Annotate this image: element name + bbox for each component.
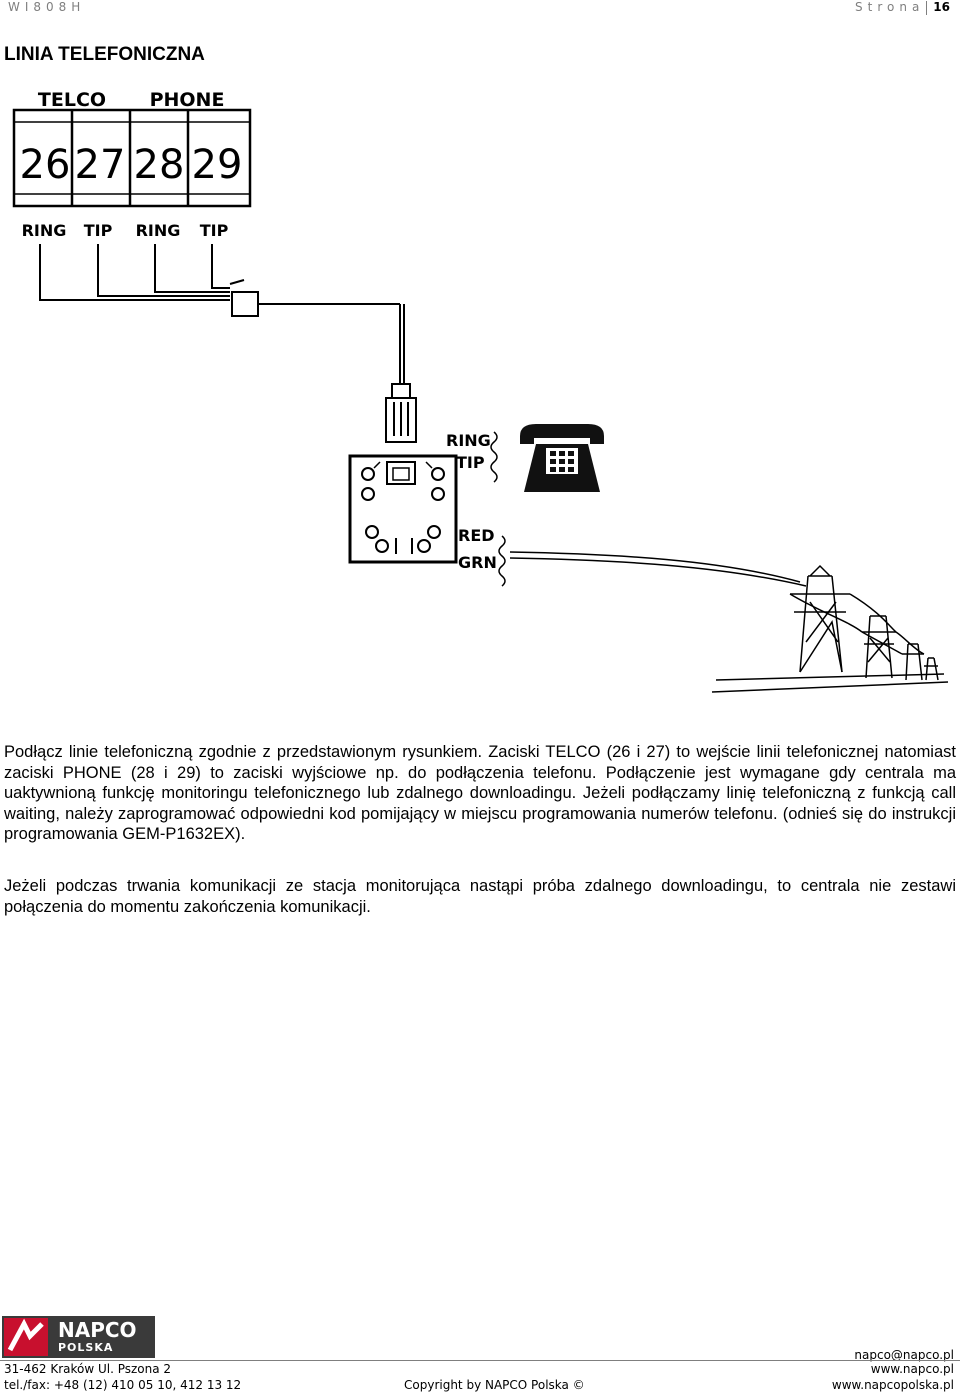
section-title: LINIA TELEFONICZNA [4,44,205,65]
terminal-28: 28 [134,142,185,188]
footer-web-polska[interactable]: www.napcopolska.pl [831,1378,954,1392]
terminal-block-body [12,108,252,208]
footer-divider [0,1360,960,1361]
splice-connector [231,291,405,384]
footer-copyright: Copyright by NAPCO Polska © [404,1378,585,1392]
logo-country: POLSKA [58,1341,114,1354]
rj-plug [385,383,417,443]
paragraph-download: Jeżeli podczas trwania komunikacji ze st… [4,877,956,916]
page-header: WI808H Strona 16 [0,0,960,18]
terminal-27-label: TIP [84,221,113,240]
jack-grn-label: GRN [458,553,497,572]
footer-email[interactable]: napco@napco.pl [854,1348,954,1362]
footer-address: 31-462 Kraków Ul. Pszona 2 [4,1362,172,1376]
napco-logo-mark [4,1318,48,1356]
rj-jack [348,454,458,564]
telephone-icon [520,424,604,492]
terminal-29: 29 [192,142,243,188]
terminal-29-label: TIP [200,221,229,240]
doc-code: WI808H [8,0,86,14]
terminal-26: 26 [20,142,71,188]
jack-ring-label: RING [446,431,491,450]
terminal-block [12,108,252,208]
telco-label: TELCO [38,89,106,111]
terminal-28-label: RING [136,221,181,240]
page-label: Strona [855,0,925,14]
terminal-26-label: RING [22,221,67,240]
napco-logo: NAPCO POLSKA [2,1316,155,1358]
footer-phone: tel./fax: +48 (12) 410 05 10, 412 13 12 [4,1378,242,1392]
utility-poles-icon [711,564,949,693]
terminal-wires [39,244,245,301]
jack-red-label: RED [458,526,495,545]
logo-name: NAPCO [58,1318,137,1342]
page-indicator: Strona 16 [855,0,950,15]
jack-tip-label: TIP [456,453,485,472]
terminal-27: 27 [75,142,126,188]
wire-brackets [490,431,506,587]
page-number: 16 [933,0,950,14]
wiring-diagram: TELCO PHONE 26 27 28 29 RING TIP RING TI… [12,89,949,693]
phone-label: PHONE [150,89,225,111]
outgoing-cable [509,551,807,587]
footer-web[interactable]: www.napco.pl [870,1362,954,1376]
paragraph-connection: Podłącz linie telefoniczną zgodnie z prz… [4,743,956,844]
